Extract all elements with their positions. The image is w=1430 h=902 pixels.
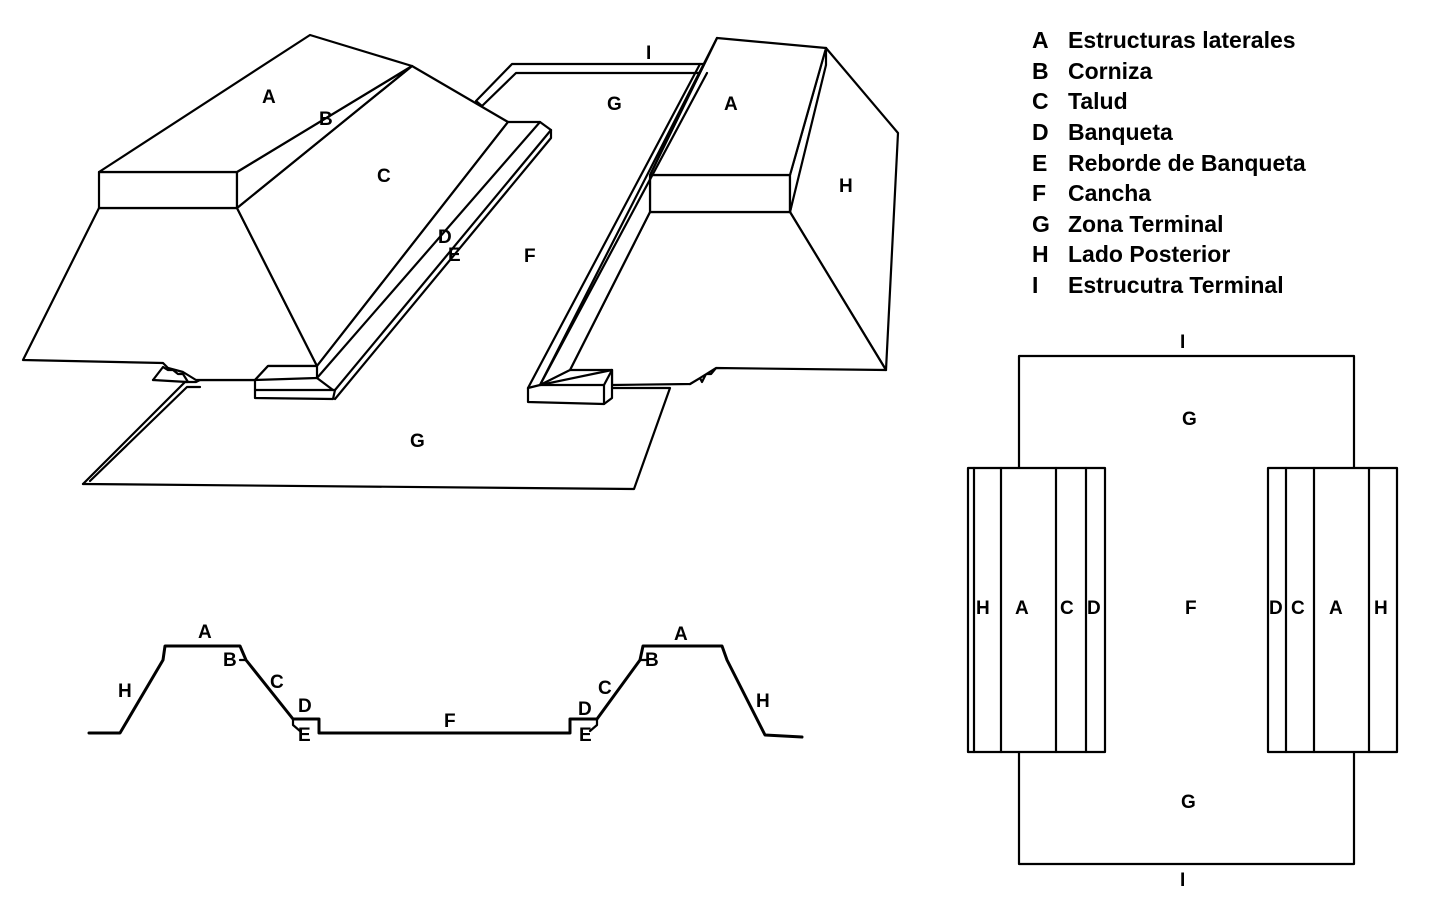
section-label-left-E: E <box>298 725 311 746</box>
legend-key: C <box>1032 88 1049 114</box>
section-label-left-A: A <box>198 622 212 643</box>
persp-label-left-E: E <box>448 245 461 266</box>
section-label-left-D: D <box>298 696 312 717</box>
legend-item: B Corniza <box>1032 58 1153 84</box>
persp-label-right-A: A <box>724 94 738 115</box>
legend-item: F Cancha <box>1032 180 1151 206</box>
plan-label-G-bottom: G <box>1181 792 1196 813</box>
terminal-structure-far <box>474 62 710 108</box>
cross-section: A B C D E H F A B C D E H <box>87 622 804 746</box>
legend-key: B <box>1032 58 1049 84</box>
persp-label-I: I <box>646 43 651 64</box>
persp-label-G-top: G <box>607 94 622 115</box>
legend-text: Lado Posterior <box>1068 241 1230 267</box>
plan-view: I G H A C D F D C A H G I <box>966 332 1399 891</box>
section-label-left-B: B <box>223 650 237 671</box>
legend-text: Banqueta <box>1068 119 1173 145</box>
section-label-right-H: H <box>756 691 770 712</box>
perspective-view: A B C D E F G I A H G <box>21 33 900 491</box>
persp-label-G-bottom: G <box>410 431 425 452</box>
legend-item: A Estructuras laterales <box>1032 27 1296 53</box>
persp-label-F: F <box>524 246 536 267</box>
legend-key: E <box>1032 150 1047 176</box>
legend-text: Estrucutra Terminal <box>1068 272 1284 298</box>
plan-label-I-top: I <box>1180 332 1185 353</box>
persp-label-left-A: A <box>262 87 276 108</box>
legend-item: D Banqueta <box>1032 119 1173 145</box>
section-label-right-D: D <box>578 699 592 720</box>
legend-text: Corniza <box>1068 58 1153 84</box>
plan-label-right-C: C <box>1291 598 1305 619</box>
legend-key: F <box>1032 180 1046 206</box>
legend-text: Cancha <box>1068 180 1151 206</box>
legend: A Estructuras laterales B Corniza C Talu… <box>1032 27 1306 298</box>
plan-label-left-A: A <box>1015 598 1029 619</box>
persp-label-right-H: H <box>839 176 853 197</box>
plan-label-I-bottom: I <box>1180 870 1185 891</box>
section-profile <box>87 644 804 739</box>
plan-label-left-H: H <box>976 598 990 619</box>
legend-key: D <box>1032 119 1049 145</box>
section-label-right-E: E <box>579 725 592 746</box>
plan-label-left-D: D <box>1087 598 1101 619</box>
plan-label-right-A: A <box>1329 598 1343 619</box>
legend-item: I Estrucutra Terminal <box>1032 272 1284 298</box>
legend-key: H <box>1032 241 1049 267</box>
persp-label-left-B: B <box>319 109 333 130</box>
section-label-right-B: B <box>645 650 659 671</box>
plan-label-G-top: G <box>1182 409 1197 430</box>
plan-label-right-D: D <box>1269 598 1283 619</box>
persp-label-left-D: D <box>438 227 452 248</box>
legend-item: H Lado Posterior <box>1032 241 1230 267</box>
plan-label-F: F <box>1185 598 1197 619</box>
legend-key: I <box>1032 272 1038 298</box>
section-label-left-H: H <box>118 681 132 702</box>
legend-item: C Talud <box>1032 88 1128 114</box>
legend-key: G <box>1032 211 1050 237</box>
legend-text: Zona Terminal <box>1068 211 1224 237</box>
legend-key: A <box>1032 27 1049 53</box>
section-label-right-C: C <box>598 678 612 699</box>
legend-text: Estructuras laterales <box>1068 27 1296 53</box>
section-label-right-A: A <box>674 624 688 645</box>
section-label-left-C: C <box>270 672 284 693</box>
section-label-F: F <box>444 711 456 732</box>
left-lateral-structure <box>21 33 553 401</box>
persp-label-left-C: C <box>377 166 391 187</box>
legend-item: G Zona Terminal <box>1032 211 1224 237</box>
legend-item: E Reborde de Banqueta <box>1032 150 1306 176</box>
legend-text: Talud <box>1068 88 1128 114</box>
plan-label-left-C: C <box>1060 598 1074 619</box>
plan-label-right-H: H <box>1374 598 1388 619</box>
right-lateral-structure <box>526 36 900 406</box>
legend-text: Reborde de Banqueta <box>1068 150 1306 176</box>
